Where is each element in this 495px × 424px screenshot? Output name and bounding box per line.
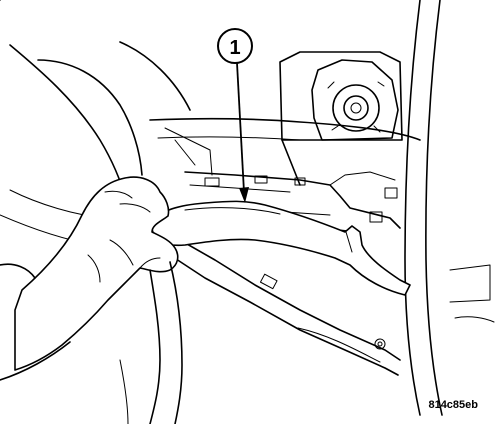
trim-stick-tool <box>151 200 411 296</box>
callout-number: 1 <box>229 37 240 59</box>
technician-hand <box>14 176 179 371</box>
figure-code: 814c85eb <box>428 399 478 411</box>
callout-1: 1 <box>217 28 253 203</box>
panel-fastener <box>374 338 386 350</box>
lower-dash-panel <box>169 239 401 376</box>
ignition-knob-center <box>343 95 369 121</box>
ignition-knob-housing <box>279 51 403 186</box>
console-edge <box>119 261 183 424</box>
callout-leader-line <box>236 62 245 193</box>
forearm-outline <box>0 263 71 381</box>
callout-arrowhead <box>239 187 249 203</box>
ignition-knob <box>332 84 380 132</box>
callout-circle <box>217 28 253 64</box>
